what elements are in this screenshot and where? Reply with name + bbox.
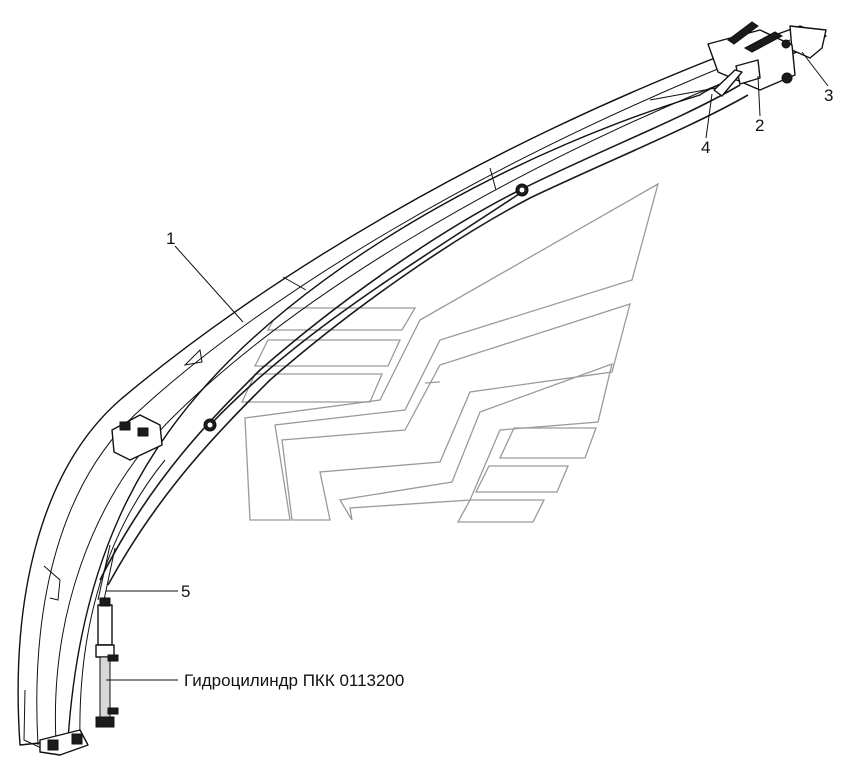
leader-1 [174, 245, 244, 323]
callout-cylinder: Гидроцилиндр ПКК 0113200 [184, 671, 404, 690]
callout-1: 1 [166, 229, 175, 248]
base-bracket [39, 729, 89, 756]
callout-4: 4 [701, 138, 710, 157]
boom-body [17, 25, 827, 753]
callout-3: 3 [824, 86, 833, 105]
callout-2: 2 [755, 116, 764, 135]
hydraulic-cylinder [95, 544, 119, 728]
pulleys [203, 183, 529, 432]
leader-4 [705, 93, 713, 139]
callout-5: 5 [181, 582, 190, 601]
leader-3 [801, 51, 829, 87]
leader-2 [757, 75, 761, 117]
watermark-logo [240, 182, 660, 523]
top-mechanism [649, 21, 827, 101]
cables [99, 84, 749, 586]
mid-bracket [111, 414, 163, 461]
leader-lines [106, 51, 829, 681]
